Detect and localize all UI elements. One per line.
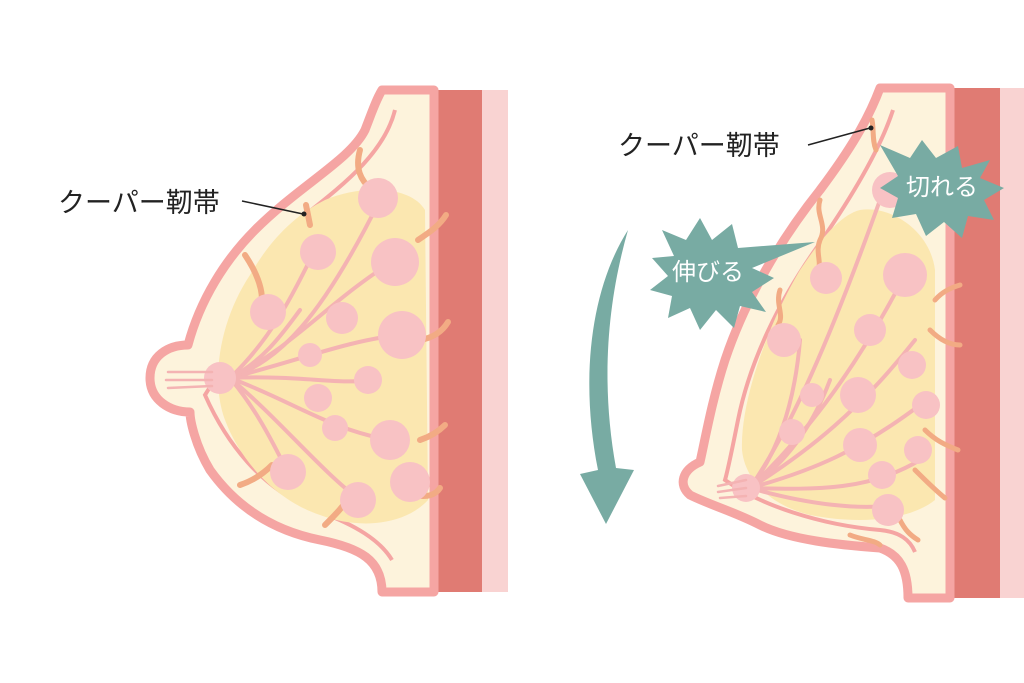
right-ligament-label: クーパー靭帯 [618, 131, 780, 162]
left-nipple-lines [164, 370, 214, 390]
left-chest-skin [480, 90, 508, 592]
right-ligament-dot [868, 125, 874, 131]
right-lobules [732, 172, 940, 526]
right-breast-illustration [678, 83, 1024, 603]
left-breast-illustration [145, 85, 508, 597]
right-ligament-pointer [807, 127, 871, 146]
curved-down-arrow-icon [580, 230, 634, 524]
left-pectoral-muscle [434, 90, 482, 592]
left-ligament-pointer [241, 200, 304, 215]
left-ligament-dot [301, 211, 307, 217]
stretch-label: 伸びる [672, 258, 744, 286]
left-ligament-callout: クーパー靭帯 [58, 188, 307, 219]
left-lobules [204, 178, 430, 518]
tear-label: 切れる [906, 173, 978, 201]
tear-burst-callout: 切れる [880, 140, 1004, 238]
stretch-burst-callout: 伸びる [650, 218, 815, 330]
right-ligament-callout: クーパー靭帯 [618, 125, 874, 162]
right-chest-skin [998, 88, 1024, 598]
stretch-burst-shape [650, 218, 815, 330]
tear-burst-shape [880, 140, 1004, 238]
right-inner-skin-line [722, 109, 917, 553]
right-nipple-lines [716, 478, 748, 500]
left-ligament-label: クーパー靭帯 [58, 188, 220, 219]
